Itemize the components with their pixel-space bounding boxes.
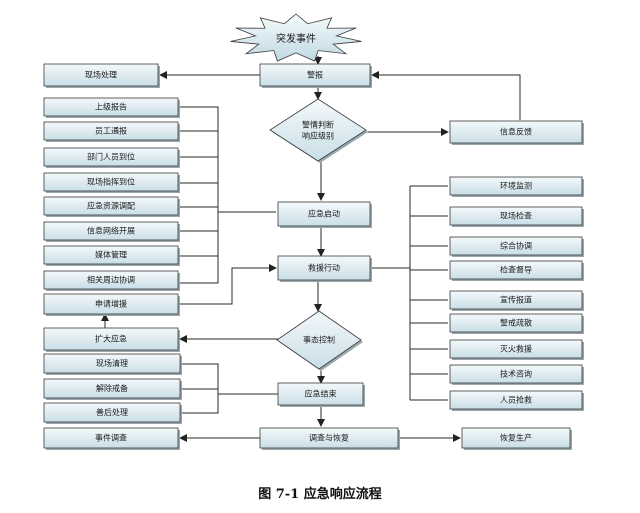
closing-task-box-label: 善后处理 xyxy=(96,407,128,417)
arrow-request-to-action xyxy=(178,264,277,305)
control-diamond-label: 事态控制 xyxy=(303,335,335,345)
right-task-box xyxy=(449,339,584,360)
emergency-start-box xyxy=(277,201,372,228)
investigate-recover-box xyxy=(259,427,400,450)
right-task-box-label: 警戒疏散 xyxy=(500,318,532,328)
closing-task-box xyxy=(43,378,182,400)
rescue-action-box xyxy=(277,255,372,282)
incident-investigation-box-label: 事件调查 xyxy=(95,433,127,443)
left-task-box xyxy=(43,97,180,118)
left-task-box xyxy=(43,172,180,193)
right-task-box xyxy=(449,364,584,385)
right-task-box xyxy=(449,236,584,257)
alarm-box-label: 警报 xyxy=(307,70,323,80)
feedback-box-label: 信息反馈 xyxy=(500,127,532,137)
resume-production-box-label: 恢复生产 xyxy=(500,433,532,443)
right-task-box-label: 灭火救援 xyxy=(500,344,532,354)
emergency-end-box xyxy=(277,382,365,407)
right-task-box-label: 宣传报道 xyxy=(500,295,532,305)
left-task-box-label: 员工通报 xyxy=(95,126,127,136)
connectors xyxy=(101,56,521,442)
alarm-box xyxy=(259,63,372,88)
right-task-box xyxy=(449,313,584,334)
right-task-box xyxy=(449,176,584,197)
rescue-action-box-label: 救援行动 xyxy=(308,263,340,273)
left-task-box-label: 信息网络开展 xyxy=(87,226,135,236)
burst-event-star xyxy=(230,13,362,62)
closing-task-box xyxy=(43,353,182,375)
left-task-box xyxy=(43,121,180,142)
incident-investigation-box xyxy=(43,427,180,450)
left-task-box-label: 上级报告 xyxy=(95,102,127,112)
right-task-box-label: 综合协调 xyxy=(500,241,532,251)
right-task-box xyxy=(449,390,584,411)
resume-production-box xyxy=(461,427,572,450)
left-task-box-label: 现场指挥到位 xyxy=(87,177,135,187)
left-task-box-label: 媒体管理 xyxy=(95,250,127,260)
expand-emergency-box xyxy=(43,327,180,352)
right-task-box xyxy=(449,206,584,227)
right-task-box-label: 检查督导 xyxy=(500,265,532,275)
left-task-box-label: 相关周边协调 xyxy=(87,275,135,285)
right-task-box-label: 技术咨询 xyxy=(500,369,532,379)
left-task-box xyxy=(43,221,180,242)
feedback-box xyxy=(449,120,584,145)
investigate-recover-box-label: 调查与恢复 xyxy=(309,433,349,443)
request-support-box xyxy=(43,293,180,316)
left-task-box xyxy=(43,270,180,291)
figure-caption: 图 7-1 应急响应流程 xyxy=(258,487,382,502)
left-task-box-label: 应急资源调配 xyxy=(87,201,135,211)
request-support-box-label: 申请增援 xyxy=(95,299,127,309)
right-task-box-label: 环境监测 xyxy=(500,181,532,191)
bus-left-group-1 xyxy=(178,106,219,284)
control-diamond xyxy=(276,310,363,371)
burst-event-star-label: 突发事件 xyxy=(276,32,316,45)
closing-task-box-label: 解除戒备 xyxy=(96,383,128,393)
left-task-box xyxy=(43,147,180,168)
onsite-handling-box xyxy=(43,63,160,88)
left-task-box-label: 部门人员到位 xyxy=(87,152,135,162)
emergency-start-box-label: 应急启动 xyxy=(308,209,340,219)
closing-task-box-label: 现场清理 xyxy=(96,358,128,368)
right-task-box xyxy=(449,260,584,281)
expand-emergency-box-label: 扩大应急 xyxy=(95,334,127,344)
right-task-box-label: 人员抢救 xyxy=(500,395,532,405)
closing-task-box xyxy=(43,402,182,424)
left-task-box xyxy=(43,245,180,266)
right-task-box-label: 现场检查 xyxy=(500,211,532,221)
judge-diamond xyxy=(269,98,368,163)
arrow-feedback-to-alarm xyxy=(371,71,521,120)
onsite-handling-box-label: 现场处理 xyxy=(85,70,117,80)
emergency-end-box-label: 应急结束 xyxy=(305,389,337,399)
right-task-box xyxy=(449,290,584,311)
judge-diamond-label: 警情判断响应级别 xyxy=(302,119,334,140)
left-task-box xyxy=(43,196,180,217)
